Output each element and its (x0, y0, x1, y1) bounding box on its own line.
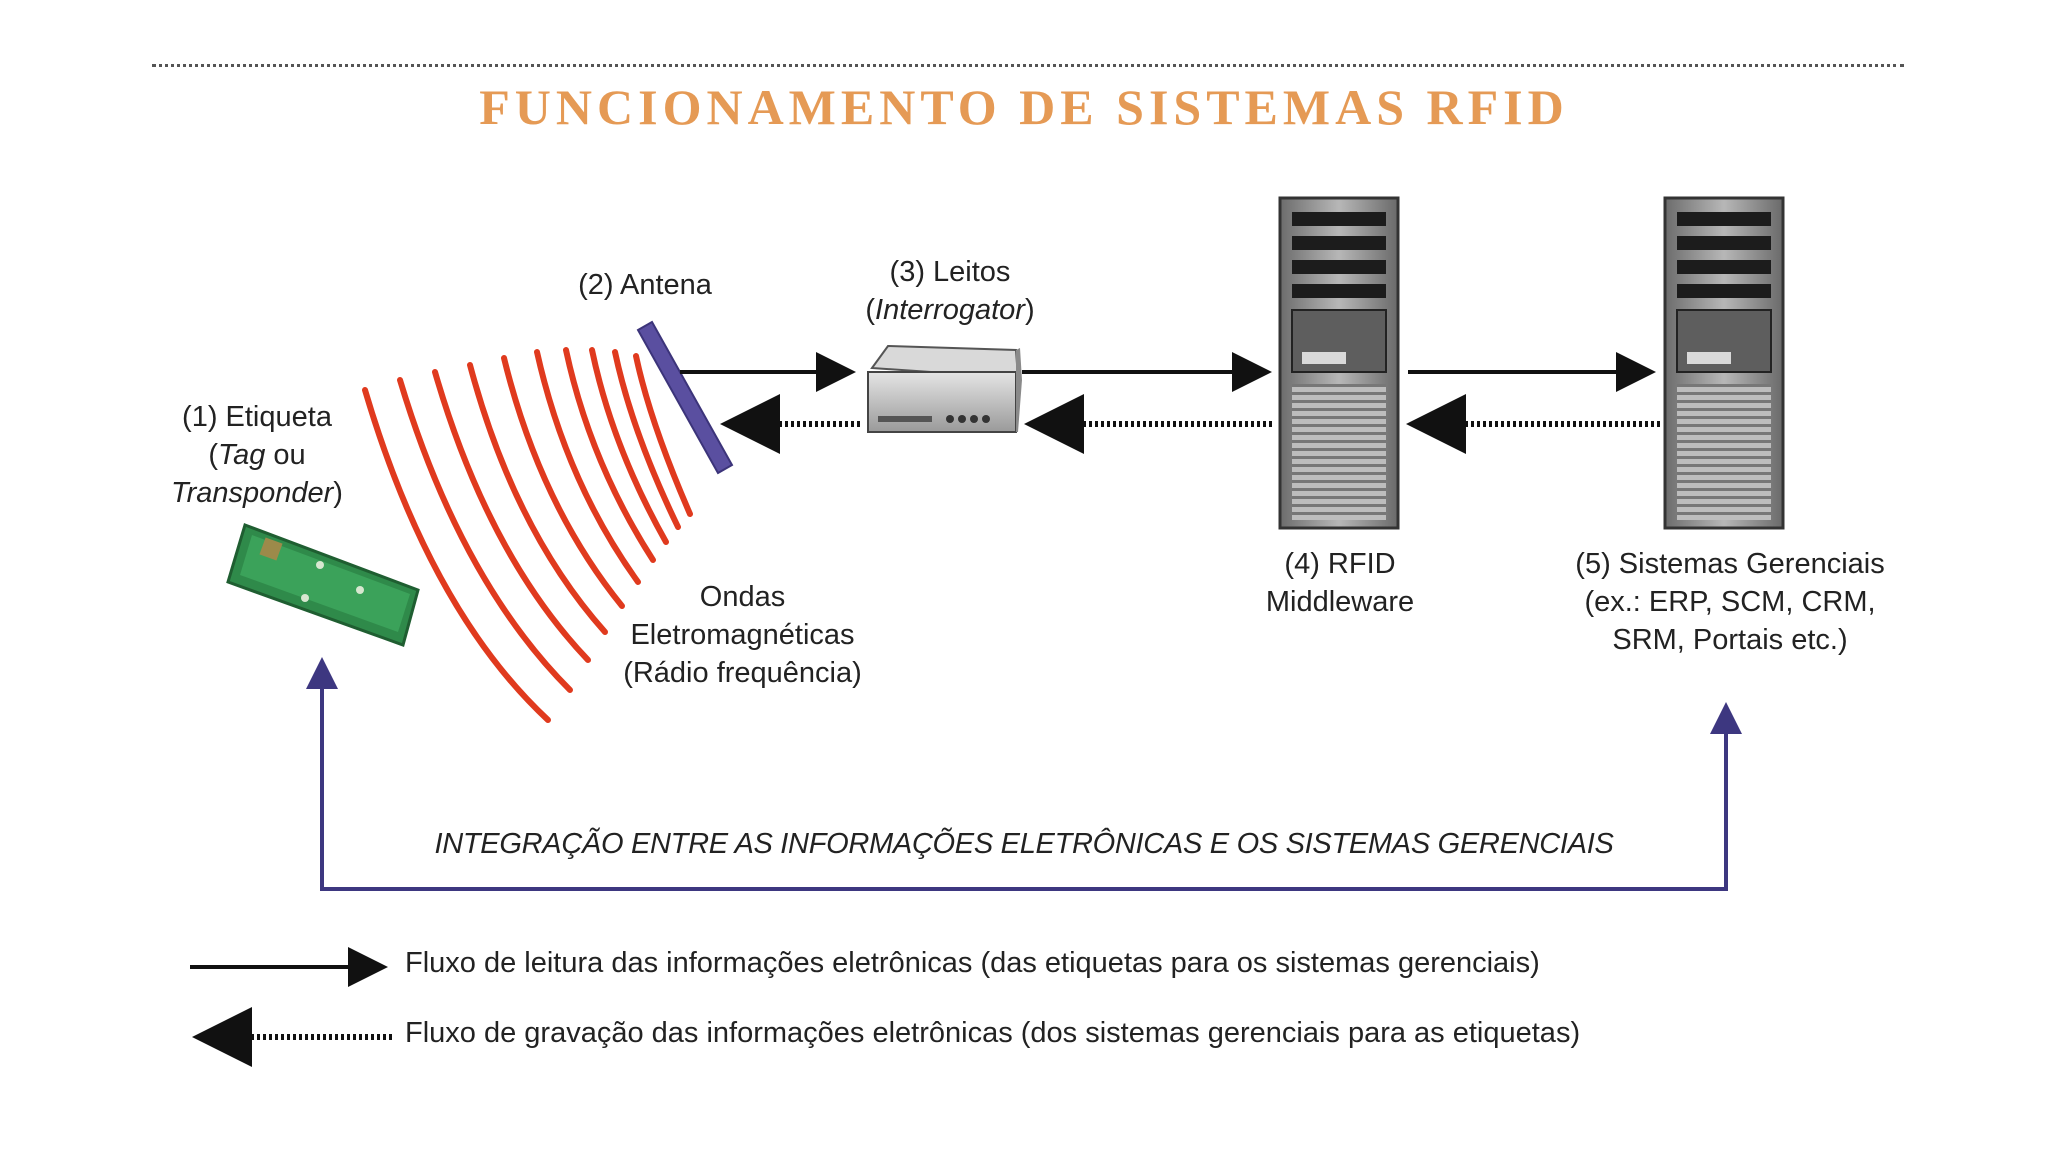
reader-icon (867, 344, 1022, 433)
legend-read-text: Fluxo de leitura das informações eletrôn… (405, 947, 1540, 979)
diagram-title: FUNCIONAMENTO DE SISTEMAS RFID (479, 79, 1569, 135)
tag-label: (1) Etiqueta (Tag ou Transponder) (171, 401, 343, 509)
middleware-server-icon (1278, 196, 1400, 530)
reader-label: (3) Leitos (Interrogator) (865, 256, 1035, 326)
integration-loop-line (306, 657, 1742, 891)
management-server-icon (1663, 196, 1785, 530)
legend-write-text: Fluxo de gravação das informações eletrô… (405, 1017, 1581, 1049)
antenna-icon (636, 320, 734, 475)
middleware-label: (4) RFID Middleware (1265, 548, 1415, 618)
waves-label: Ondas Eletromagnéticas (Rádio frequência… (623, 581, 862, 689)
rfid-tag-icon (226, 523, 420, 647)
antenna-label: (2) Antena (578, 269, 712, 301)
top-dotted-rule (152, 64, 1904, 67)
integration-label: INTEGRAÇÃO ENTRE AS INFORMAÇÕES ELETRÔNI… (434, 828, 1614, 860)
management-label: (5) Sistemas Gerenciais (ex.: ERP, SCM, … (1575, 548, 1885, 656)
radio-waves-icon (362, 347, 693, 723)
